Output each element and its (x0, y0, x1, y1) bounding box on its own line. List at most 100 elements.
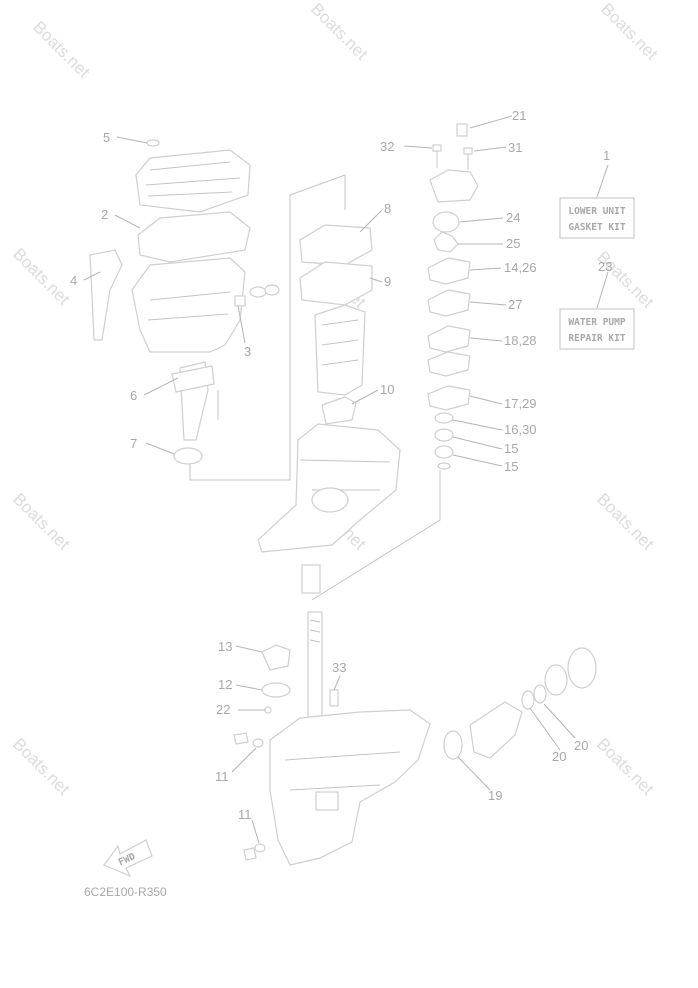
part-5-plug (146, 139, 160, 147)
part-20-seal (521, 690, 535, 710)
part-21-collar (456, 123, 468, 137)
kit-boxes: LOWER UNIT GASKET KIT WATER PUMP REPAIR … (559, 164, 635, 350)
callout-32: 32 (380, 139, 394, 154)
callout-3: 3 (244, 344, 251, 359)
callout-14-26: 14,26 (504, 260, 537, 275)
part-18-gasket (427, 325, 471, 353)
part-4-bracket (89, 249, 123, 341)
upper-casing-assembly (257, 224, 401, 594)
water-pump-stack (427, 123, 479, 470)
watermark: Boats.net (9, 734, 73, 798)
callout-8: 8 (384, 201, 391, 216)
callout-7: 7 (130, 436, 137, 451)
callout-5: 5 (103, 130, 110, 145)
callout-12: 12 (218, 677, 232, 692)
part-22-bolt (264, 706, 272, 714)
callout-2: 2 (101, 207, 108, 222)
callout-17-29: 17,29 (504, 396, 537, 411)
part-12-oring (261, 682, 291, 698)
part-24-insert (432, 211, 460, 233)
water-pump-repair-kit-box (559, 308, 635, 350)
callout-23: 23 (598, 259, 612, 274)
callout-11: 11 (238, 807, 252, 822)
part-3-seal (264, 284, 280, 296)
part-3-grommet (234, 295, 246, 307)
callout-20: 20 (552, 749, 566, 764)
diagram-code: 6C2E100-R350 (84, 885, 167, 899)
part-6-plate (171, 365, 215, 393)
part-11-gasket (252, 738, 264, 748)
callout-6: 6 (130, 388, 137, 403)
part-31-bolt (463, 147, 473, 155)
kit-label-line: GASKET KIT (568, 222, 625, 233)
watermark: Boats.net (593, 489, 657, 553)
part-32-bolt (432, 144, 442, 152)
part-16-oring (434, 412, 454, 424)
part-13-cover (261, 644, 291, 671)
part-9-gasket (299, 261, 373, 306)
callout-27: 27 (508, 297, 522, 312)
callout-20: 20 (574, 738, 588, 753)
callout-11: 11 (215, 769, 229, 784)
part-7-seal (173, 447, 203, 465)
leader-lines (83, 115, 576, 844)
callout-16-30: 16,30 (504, 422, 537, 437)
part-19-oring (443, 730, 463, 760)
watermark: Boats.net (593, 734, 657, 798)
callout-19: 19 (488, 788, 502, 803)
fwd-arrow: FWD (103, 839, 153, 878)
part-33-pin (329, 689, 339, 707)
part-14-gasket (427, 257, 471, 285)
part-11-gasket (254, 843, 266, 853)
callout-31: 31 (508, 140, 522, 155)
part-25-impeller (433, 231, 459, 253)
callout-25: 25 (506, 236, 520, 251)
lower-unit-assembly (233, 611, 597, 866)
part-grommet (301, 564, 321, 594)
part-bearing (544, 664, 568, 696)
callout-22: 22 (216, 702, 230, 717)
assembly-lines (189, 174, 441, 601)
part-11-screw (243, 847, 257, 861)
lower-unit-gasket-kit-box (559, 197, 635, 239)
part-20-seal (533, 684, 547, 704)
kit-label-line: REPAIR KIT (568, 333, 625, 344)
callout-10: 10 (380, 382, 394, 397)
callout-13: 13 (218, 639, 232, 654)
part-bearing-race (567, 647, 597, 689)
callout-labels: 5 2 4 3 6 7 8 9 10 21 32 31 1 24 25 23 1… (70, 108, 612, 822)
callout-1: 1 (603, 148, 610, 163)
part-8-gasket (299, 224, 373, 266)
watermark: Boats.net (307, 0, 371, 64)
exhaust-guide-assembly (89, 139, 280, 465)
part-15-seal (434, 445, 454, 459)
part-27-plate (427, 289, 471, 317)
kit-label-line: LOWER UNIT (568, 206, 625, 217)
part-17-gasket (427, 385, 471, 411)
watermark: Boats.net (597, 0, 661, 64)
fwd-arrow-icon (103, 839, 153, 878)
callout-18-28: 18,28 (504, 333, 537, 348)
part-cartridge (427, 351, 471, 377)
part-10-damper (321, 396, 357, 425)
callout-24: 24 (506, 210, 520, 225)
watermark: Boats.net (9, 244, 73, 308)
callout-15: 15 (504, 459, 518, 474)
watermark: Boats.net (593, 247, 657, 311)
part-gearcase (269, 709, 431, 866)
part-15-seal (434, 428, 454, 442)
part-housing-body (131, 257, 246, 353)
part-pump-housing (429, 169, 479, 203)
callout-15: 15 (504, 441, 518, 456)
part-washer (437, 462, 451, 470)
part-anode (315, 791, 339, 811)
callout-4: 4 (70, 273, 77, 288)
callout-21: 21 (512, 108, 526, 123)
callout-9: 9 (384, 274, 391, 289)
part-3-seal (249, 286, 267, 298)
part-2-gasket (137, 211, 251, 263)
watermark: Boats.net (29, 17, 93, 81)
part-exhaust-block (314, 304, 366, 396)
